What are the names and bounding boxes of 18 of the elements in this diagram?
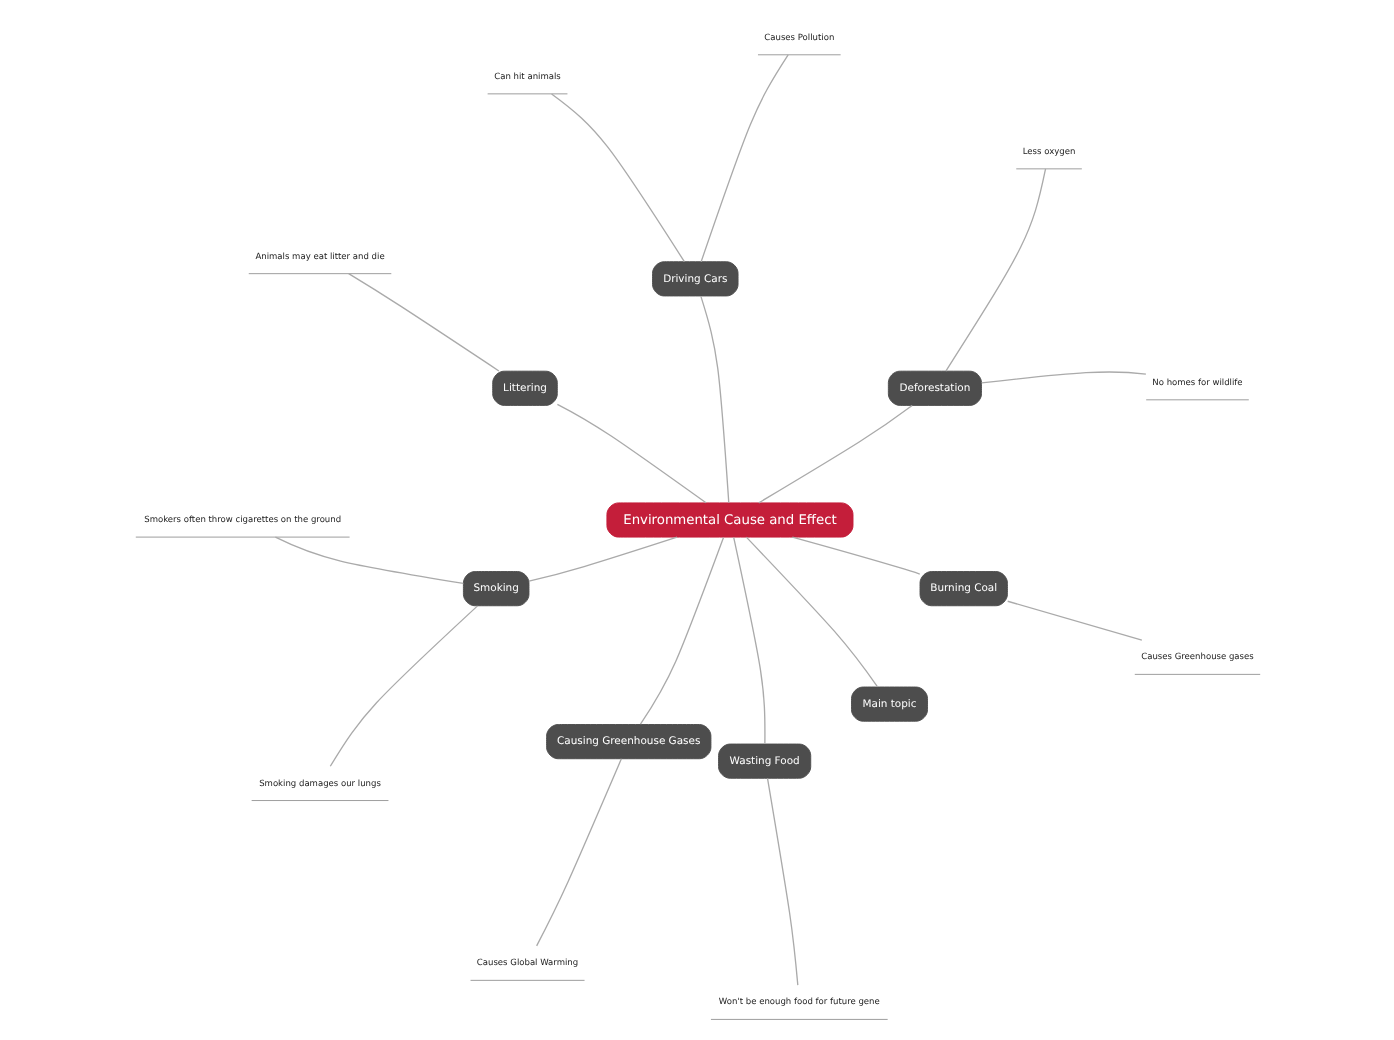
connector <box>699 295 729 504</box>
connector <box>549 93 685 263</box>
connector <box>527 536 677 582</box>
connector <box>732 536 765 745</box>
connector <box>944 168 1046 372</box>
connector <box>744 536 878 688</box>
connector <box>347 273 499 372</box>
connector <box>757 404 912 504</box>
connector <box>328 605 478 767</box>
connector <box>535 758 622 947</box>
connector <box>1006 600 1142 641</box>
connector <box>765 777 798 986</box>
connector <box>638 536 724 725</box>
connector <box>273 536 463 584</box>
connector <box>555 403 706 504</box>
connector <box>790 536 920 575</box>
connector <box>979 371 1146 384</box>
connector <box>699 54 788 263</box>
